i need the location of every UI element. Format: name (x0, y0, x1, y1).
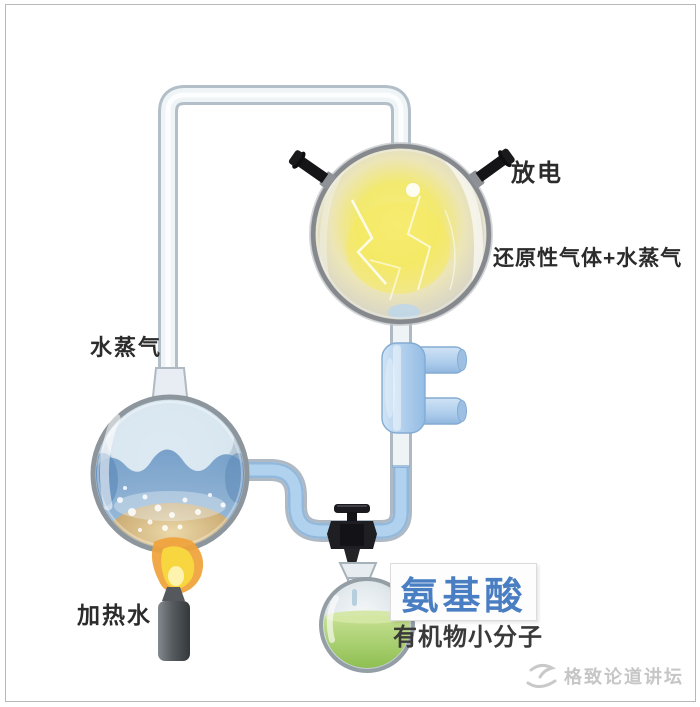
amino-acid-label-box: 氨基酸 (390, 563, 537, 621)
tubing-loop (158, 85, 411, 402)
electrode-left (288, 150, 336, 189)
stopcock-valve (327, 504, 377, 569)
label-heating-water: 加热水 (77, 602, 152, 628)
label-organic-small-molecules: 有机物小分子 (393, 624, 543, 651)
drain-tube (237, 318, 412, 542)
watermark-text: 格致论道讲坛 (564, 667, 684, 687)
condenser (381, 342, 467, 434)
label-discharge: 放电 (511, 160, 563, 187)
burner (158, 587, 190, 661)
label-reducing-gas-water-vapor: 还原性气体+水蒸气 (493, 247, 683, 270)
spark-flask (309, 142, 493, 326)
amino-acid-text: 氨基酸 (400, 575, 527, 618)
electrode-right (468, 148, 515, 188)
watermark: 格致论道讲坛 (524, 660, 684, 692)
liquid-level-meniscus (392, 465, 410, 468)
watermark-logo-icon (526, 663, 557, 688)
flame (151, 537, 204, 594)
label-water-vapor: 水蒸气 (90, 335, 163, 360)
